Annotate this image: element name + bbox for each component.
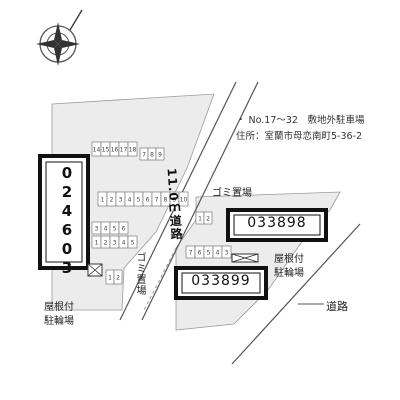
parking-stall-number: 10	[180, 197, 188, 204]
parking-stall-number: 9	[173, 197, 177, 204]
parking-stall-number: 6	[198, 250, 202, 257]
parking-stall-number: 4	[122, 240, 126, 247]
garbage-area-label: ゴミ置場	[212, 188, 252, 199]
parking-stall-number: 18	[129, 147, 137, 154]
parking-stall	[113, 269, 123, 285]
bike-shelter-right-icon	[231, 253, 259, 263]
parking-stall-number: 14	[93, 147, 101, 154]
bike-shelter-left-icon	[87, 263, 103, 277]
bike-shelter-label-right-2: 駐輪場	[274, 268, 304, 279]
parking-stall-number: 7	[189, 250, 193, 257]
parking-stall-number: 17	[120, 147, 128, 154]
parking-stall-number: 8	[150, 152, 154, 159]
parking-stall-number: 15	[102, 147, 110, 154]
parking-stall-number: 3	[95, 226, 99, 233]
parking-stall-number: 4	[128, 197, 132, 204]
building-id-024603: 024603	[58, 164, 76, 278]
lot-note: ・ No.17～32 敷地外駐車場	[236, 115, 365, 126]
bike-shelter-label-left-1: 屋根付	[44, 302, 74, 313]
parking-stall	[127, 235, 138, 249]
parking-stall-number: 6	[146, 197, 150, 204]
parking-stall-number: 1	[95, 240, 99, 247]
parking-stall-number: 9	[158, 152, 162, 159]
parking-stall-number: 8	[164, 197, 168, 204]
parking-stall	[203, 211, 213, 225]
parking-stall	[127, 141, 138, 157]
building-id-033898: 033898	[247, 215, 307, 231]
parking-stall	[155, 147, 165, 161]
parking-stall-number: 2	[104, 240, 108, 247]
parking-stall-number: 7	[155, 197, 159, 204]
parking-stall-number: 5	[137, 197, 141, 204]
parking-stall	[178, 191, 189, 207]
parking-stall-number: 2	[116, 275, 120, 282]
parking-stall-number: 7	[142, 152, 146, 159]
parking-stall-number: 1	[198, 216, 202, 223]
parking-stall-number: 3	[225, 250, 229, 257]
parking-stall-number: 1	[108, 275, 112, 282]
parking-stall-number: 16	[111, 147, 119, 154]
garbage-area-label-left: ゴミ置場	[134, 252, 145, 296]
parking-stall-number: 2	[206, 216, 210, 223]
parking-stall-number: 1	[101, 197, 105, 204]
building-id-033899: 033899	[191, 273, 251, 289]
parking-stall	[221, 245, 232, 259]
road-label: 道路	[326, 300, 348, 313]
parking-stall-number: 5	[207, 250, 211, 257]
parking-stall-number: 4	[104, 226, 108, 233]
bike-shelter-label-right-1: 屋根付	[274, 254, 304, 265]
bike-shelter-label-left-2: 駐輪場	[44, 316, 74, 327]
parking-stall-number: 3	[113, 240, 117, 247]
parking-stall-number: 5	[113, 226, 117, 233]
parking-stall-number: 3	[119, 197, 123, 204]
compass-rose-icon	[36, 9, 83, 66]
address: 住所：室蘭市母恋南町5-36-2	[236, 131, 363, 142]
parking-stall-number: 2	[110, 197, 114, 204]
parking-stall-number: 4	[216, 250, 220, 257]
parking-stall-number: 5	[131, 240, 135, 247]
parking-stall	[118, 221, 129, 235]
parking-stall-number: 6	[122, 226, 126, 233]
